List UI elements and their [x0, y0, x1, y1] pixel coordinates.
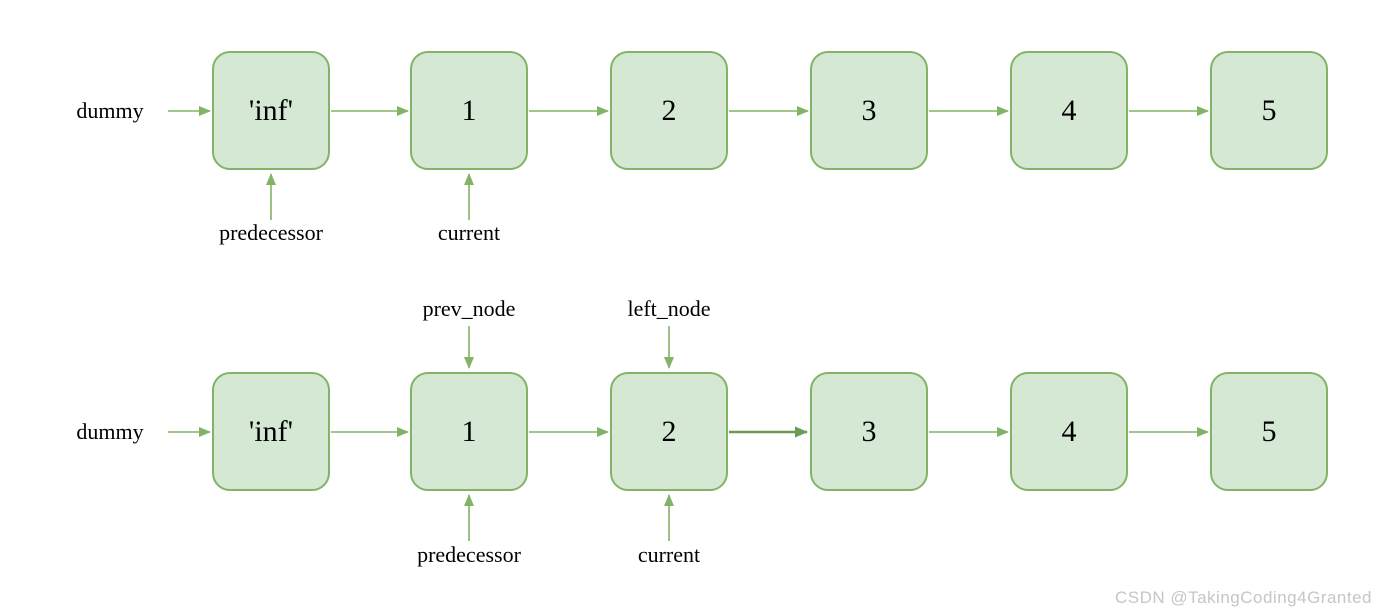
row2-dummy-label: dummy	[76, 419, 144, 444]
row1-node-2: 2	[610, 51, 728, 170]
row1-node-4: 4	[1010, 51, 1128, 170]
row1-dummy-label: dummy	[76, 98, 144, 123]
row1-node-inf: 'inf'	[212, 51, 330, 170]
watermark: CSDN @TakingCoding4Granted	[1114, 588, 1372, 607]
row2-current-label: current	[637, 542, 701, 567]
row2-node-1: 1	[410, 372, 528, 491]
row2-predecessor-label: predecessor	[417, 542, 521, 567]
row1-current-label: current	[437, 220, 501, 245]
row2-prev-node-label: prev_node	[422, 296, 516, 321]
row1-node-5: 5	[1210, 51, 1328, 170]
row1-predecessor-label: predecessor	[219, 220, 323, 245]
row2-node-inf: 'inf'	[212, 372, 330, 491]
row2-node-3: 3	[810, 372, 928, 491]
row1-node-3: 3	[810, 51, 928, 170]
row2-node-5: 5	[1210, 372, 1328, 491]
row2-node-4: 4	[1010, 372, 1128, 491]
row1-node-1: 1	[410, 51, 528, 170]
row2-node-2: 2	[610, 372, 728, 491]
row2-left-node-label: left_node	[627, 296, 711, 321]
